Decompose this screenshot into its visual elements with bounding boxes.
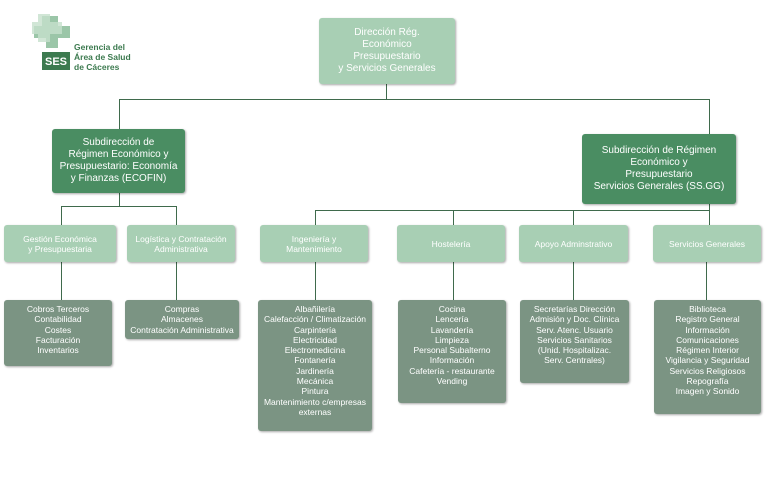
area-hosteleria-box: Hostelería	[397, 225, 505, 262]
leaf-apoyo-administrativo-box: Secretarías Dirección Admisión y Doc. Cl…	[520, 300, 629, 383]
subdirection-ecofin-box: Subdirección de Régimen Económico y Pres…	[52, 129, 185, 193]
connector-line	[709, 99, 710, 134]
direction-box: Dirección Rég. Económico Presupuestario …	[319, 18, 455, 84]
ses-badge-text: SES	[45, 56, 67, 68]
connector-line	[61, 206, 62, 225]
leaf-ingenieria-box: Albañilería Calefacción / Climatización …	[258, 300, 372, 431]
connector-line	[573, 210, 574, 225]
ses-cross-logo-icon: SES	[32, 14, 70, 70]
connector-line	[315, 262, 316, 300]
connector-line	[709, 204, 710, 210]
connector-line	[706, 262, 707, 300]
logo-organization-name: Gerencia del Área de Salud de Cáceres	[74, 42, 131, 72]
connector-line	[573, 262, 574, 300]
leaf-servicios-generales-box: Biblioteca Registro General Información …	[654, 300, 761, 414]
area-servicios-generales-box: Servicios Generales	[653, 225, 761, 262]
connector-line	[315, 210, 710, 211]
connector-line	[176, 262, 177, 300]
ses-logo: SES	[32, 12, 152, 72]
connector-line	[453, 262, 454, 300]
connector-line	[709, 210, 710, 225]
area-gestion-economica-box: Gestión Económica y Presupuestaria	[4, 225, 116, 262]
connector-line	[386, 84, 387, 99]
area-ingenieria-box: Ingeniería y Mantenimiento	[260, 225, 368, 262]
connector-line	[176, 206, 177, 225]
connector-line	[119, 99, 710, 100]
subdirection-ssgg-box: Subdirección de Régimen Económico y Pres…	[582, 134, 736, 204]
leaf-hosteleria-box: Cocina Lencería Lavandería Limpieza Pers…	[398, 300, 506, 403]
area-logistica-box: Logística y Contratación Administrativa	[127, 225, 235, 262]
leaf-logistica-box: Compras Almacenes Contratación Administr…	[125, 300, 239, 339]
connector-line	[61, 206, 177, 207]
leaf-gestion-economica-box: Cobros Terceros Contabilidad Costes Fact…	[4, 300, 112, 366]
connector-line	[453, 210, 454, 225]
connector-line	[119, 99, 120, 129]
area-apoyo-administrativo-box: Apoyo Adminstrativo	[519, 225, 628, 262]
connector-line	[61, 262, 62, 300]
connector-line	[119, 193, 120, 206]
connector-line	[315, 210, 316, 225]
